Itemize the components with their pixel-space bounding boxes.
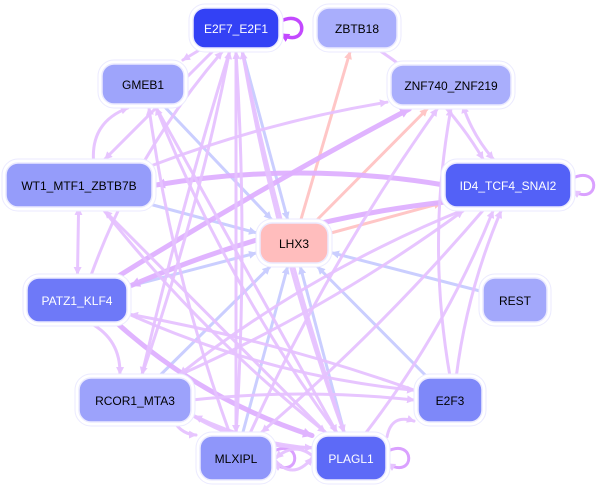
edge-znf740_znf219-to-id4_tcf4_snai2 <box>461 104 495 161</box>
node-shape[interactable] <box>26 277 128 323</box>
node-shape[interactable] <box>315 435 387 481</box>
node-id4-tcf4-snai2[interactable]: ID4_TCF4_SNAI2 <box>440 158 576 212</box>
node-label: E2F7_E2F1 <box>204 22 268 36</box>
edge-e2f3-to-znf740_znf219 <box>437 107 454 379</box>
node-label: ZNF740_ZNF219 <box>404 79 498 93</box>
node-label: RCOR1_MTA3 <box>95 394 175 408</box>
node-label: LHX3 <box>279 237 309 251</box>
edge-patz1_klf4-to-znf740_znf219 <box>114 106 412 280</box>
edge-e2f3-to-patz1_klf4 <box>129 311 419 393</box>
node-shape[interactable] <box>482 277 548 323</box>
node-plagl1[interactable]: PLAGL1 <box>311 431 391 485</box>
node-shape[interactable] <box>316 7 398 49</box>
node-label: PATZ1_KLF4 <box>42 294 113 308</box>
node-label: REST <box>499 294 532 308</box>
node-shape[interactable] <box>5 162 153 208</box>
edge-plagl1-to-e2f3 <box>385 415 416 439</box>
node-rcor1-mta3[interactable]: RCOR1_MTA3 <box>74 373 196 427</box>
edge-wt1_mtf1_zbtb7b-to-plagl1 <box>100 206 327 434</box>
edge-rcor1_mta3-to-e2f7_e2f1 <box>139 50 233 379</box>
node-e2f7-e2f1[interactable]: E2F7_E2F1 <box>188 3 284 53</box>
edge-rest-to-lhx3 <box>330 250 484 293</box>
edge-patz1_klf4-to-e2f7_e2f1 <box>88 50 224 279</box>
edge-mlxipl-to-lhx3 <box>240 265 290 437</box>
node-patz1-klf4[interactable]: PATZ1_KLF4 <box>22 273 132 327</box>
node-shape[interactable] <box>259 222 329 264</box>
node-label: ZBTB18 <box>335 22 379 36</box>
edge-e2f3-to-id4_tcf4_snai2 <box>454 209 503 379</box>
node-label: ID4_TCF4_SNAI2 <box>460 179 557 193</box>
node-shape[interactable] <box>444 162 572 208</box>
edge-plagl1-to-wt1_mtf1_zbtb7b <box>103 209 330 437</box>
node-gmeb1[interactable]: GMEB1 <box>97 59 189 109</box>
node-label: WT1_MTF1_ZBTB7B <box>21 179 136 193</box>
edge-mlxipl-to-gmeb1 <box>145 106 232 437</box>
edge-patz1_klf4-to-e2f3 <box>126 312 416 394</box>
edge-id4_tcf4_snai2-to-id4_tcf4_snai2 <box>569 174 596 198</box>
edge-e2f3-to-lhx3 <box>316 265 429 379</box>
node-label: GMEB1 <box>122 78 164 92</box>
edge-plagl1-to-id4_tcf4_snai2 <box>362 209 495 437</box>
edge-gmeb1-to-plagl1 <box>153 103 338 434</box>
node-label: MLXIPL <box>215 452 258 466</box>
node-shape[interactable] <box>199 435 273 481</box>
edge-patz1_klf4-to-plagl1 <box>114 320 315 438</box>
node-shape[interactable] <box>417 377 483 423</box>
edge-e2f7_e2f1-to-rcor1_mta3 <box>139 47 232 376</box>
node-label: E2F3 <box>436 394 465 408</box>
node-znf740-znf219[interactable]: ZNF740_ZNF219 <box>386 60 516 110</box>
edge-gmeb1-to-lhx3 <box>161 103 273 221</box>
node-rest[interactable]: REST <box>478 273 552 327</box>
node-label: PLAGL1 <box>328 452 374 466</box>
edge-rcor1_mta3-to-id4_tcf4_snai2 <box>173 209 465 379</box>
edge-wt1_mtf1_zbtb7b-to-gmeb1 <box>91 106 130 164</box>
node-shape[interactable] <box>390 64 512 106</box>
edge-e2f7_e2f1-to-e2f7_e2f1 <box>277 16 304 42</box>
node-lhx3[interactable]: LHX3 <box>255 218 333 268</box>
edge-lhx3-to-znf740_znf219 <box>313 107 429 224</box>
node-shape[interactable] <box>192 7 280 49</box>
edge-mlxipl-to-e2f7_e2f1 <box>232 50 244 437</box>
edges-layer <box>73 16 596 472</box>
node-mlxipl[interactable]: MLXIPL <box>195 431 277 485</box>
node-e2f3[interactable]: E2F3 <box>413 373 487 427</box>
node-shape[interactable] <box>101 63 185 105</box>
node-wt1-mtf1-zbtb7b[interactable]: WT1_MTF1_ZBTB7B <box>1 158 157 212</box>
edge-plagl1-to-plagl1 <box>384 447 411 471</box>
node-zbtb18[interactable]: ZBTB18 <box>312 3 402 53</box>
edge-patz1_klf4-to-rcor1_mta3 <box>88 321 125 376</box>
node-shape[interactable] <box>78 377 192 423</box>
edge-id4_tcf4_snai2-to-rcor1_mta3 <box>178 206 470 376</box>
edge-mlxipl-to-znf740_znf219 <box>247 107 439 437</box>
edge-lhx3-to-zbtb18 <box>298 50 352 224</box>
edge-wt1_mtf1_zbtb7b-to-patz1_klf4 <box>73 206 83 276</box>
